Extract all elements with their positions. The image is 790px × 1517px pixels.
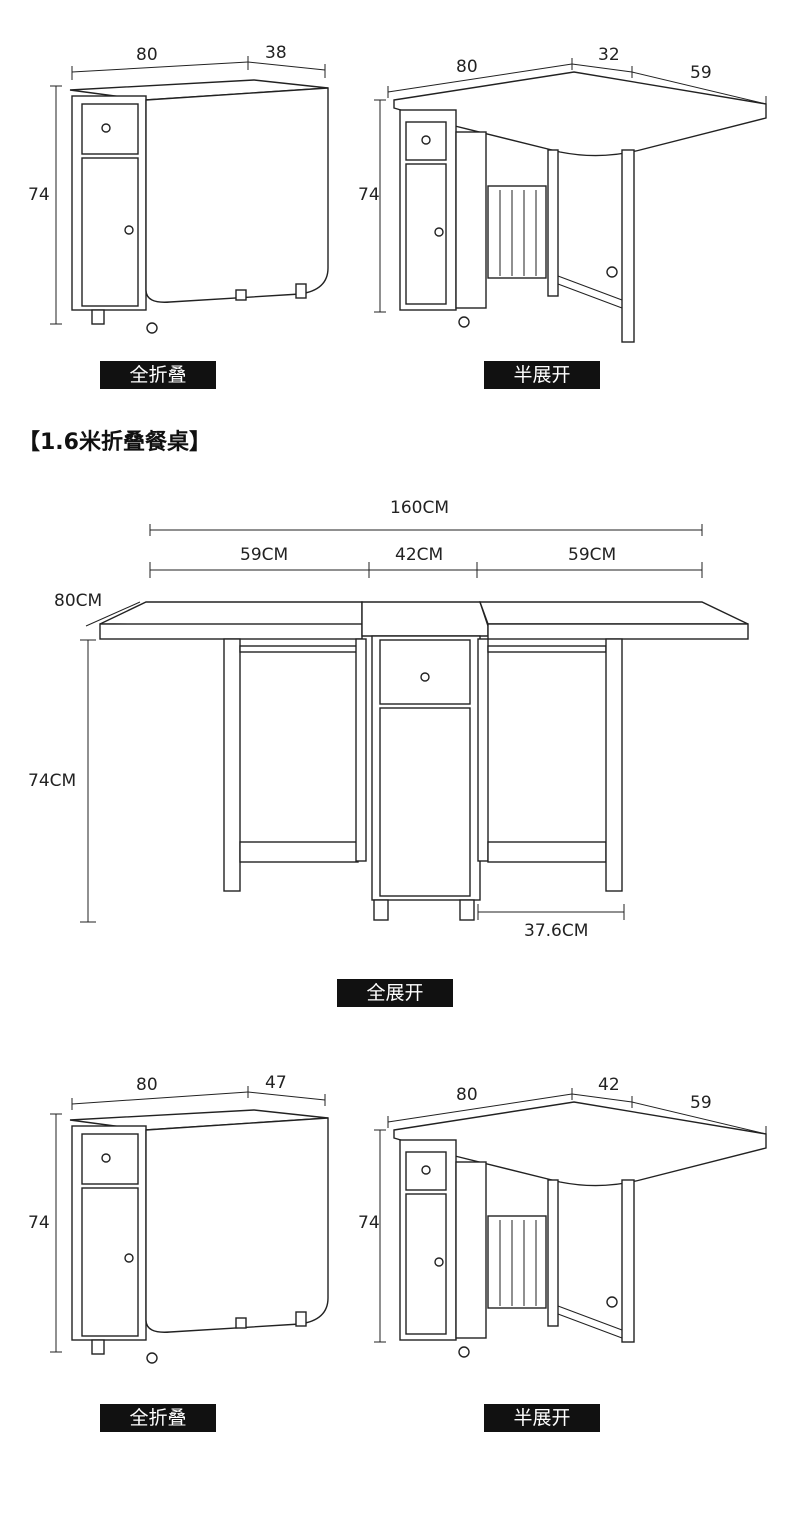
dim-left-leaf: 59CM bbox=[240, 545, 288, 565]
dim-leg-span: 37.6CM bbox=[524, 921, 588, 941]
label-folded: 全折叠 bbox=[100, 361, 216, 389]
dim-right-leaf: 59CM bbox=[568, 545, 616, 565]
half-open-table-bottom: 80 42 59 74 bbox=[358, 1075, 767, 1358]
dim-mid: 42 bbox=[598, 1075, 620, 1095]
dim-leaf: 59 bbox=[690, 1093, 712, 1113]
dim-height: 74 bbox=[28, 1213, 50, 1233]
label-half-open: 半展开 bbox=[484, 361, 600, 389]
half-open-table-top: 80 32 59 74 bbox=[358, 45, 767, 343]
full-open-table: 160CM 59CM 42CM 59CM 80CM 74CM bbox=[28, 498, 749, 941]
dim-width: 80 bbox=[136, 45, 158, 65]
dim-mid: 32 bbox=[598, 45, 620, 65]
label-half-open-bottom: 半展开 bbox=[484, 1404, 600, 1432]
label-full-open: 全展开 bbox=[337, 979, 453, 1007]
dim-width: 80 bbox=[136, 1075, 158, 1095]
folded-cabinet-bottom: 80 47 74 bbox=[28, 1073, 329, 1364]
dim-leaf: 59 bbox=[690, 63, 712, 83]
dim-width: 80 bbox=[456, 57, 478, 77]
folded-cabinet-top: 80 38 74 bbox=[28, 43, 329, 334]
dim-center: 42CM bbox=[395, 545, 443, 565]
dim-height: 74 bbox=[358, 185, 380, 205]
dim-height: 74CM bbox=[28, 771, 76, 791]
dim-depth: 47 bbox=[265, 1073, 287, 1093]
section-title: 【1.6米折叠餐桌】 bbox=[18, 430, 211, 455]
dim-height: 74 bbox=[28, 185, 50, 205]
dim-depth: 38 bbox=[265, 43, 287, 63]
dim-total: 160CM bbox=[390, 498, 449, 518]
dim-width: 80 bbox=[456, 1085, 478, 1105]
dim-height: 74 bbox=[358, 1213, 380, 1233]
dim-depth: 80CM bbox=[54, 591, 102, 611]
label-folded-bottom: 全折叠 bbox=[100, 1404, 216, 1432]
